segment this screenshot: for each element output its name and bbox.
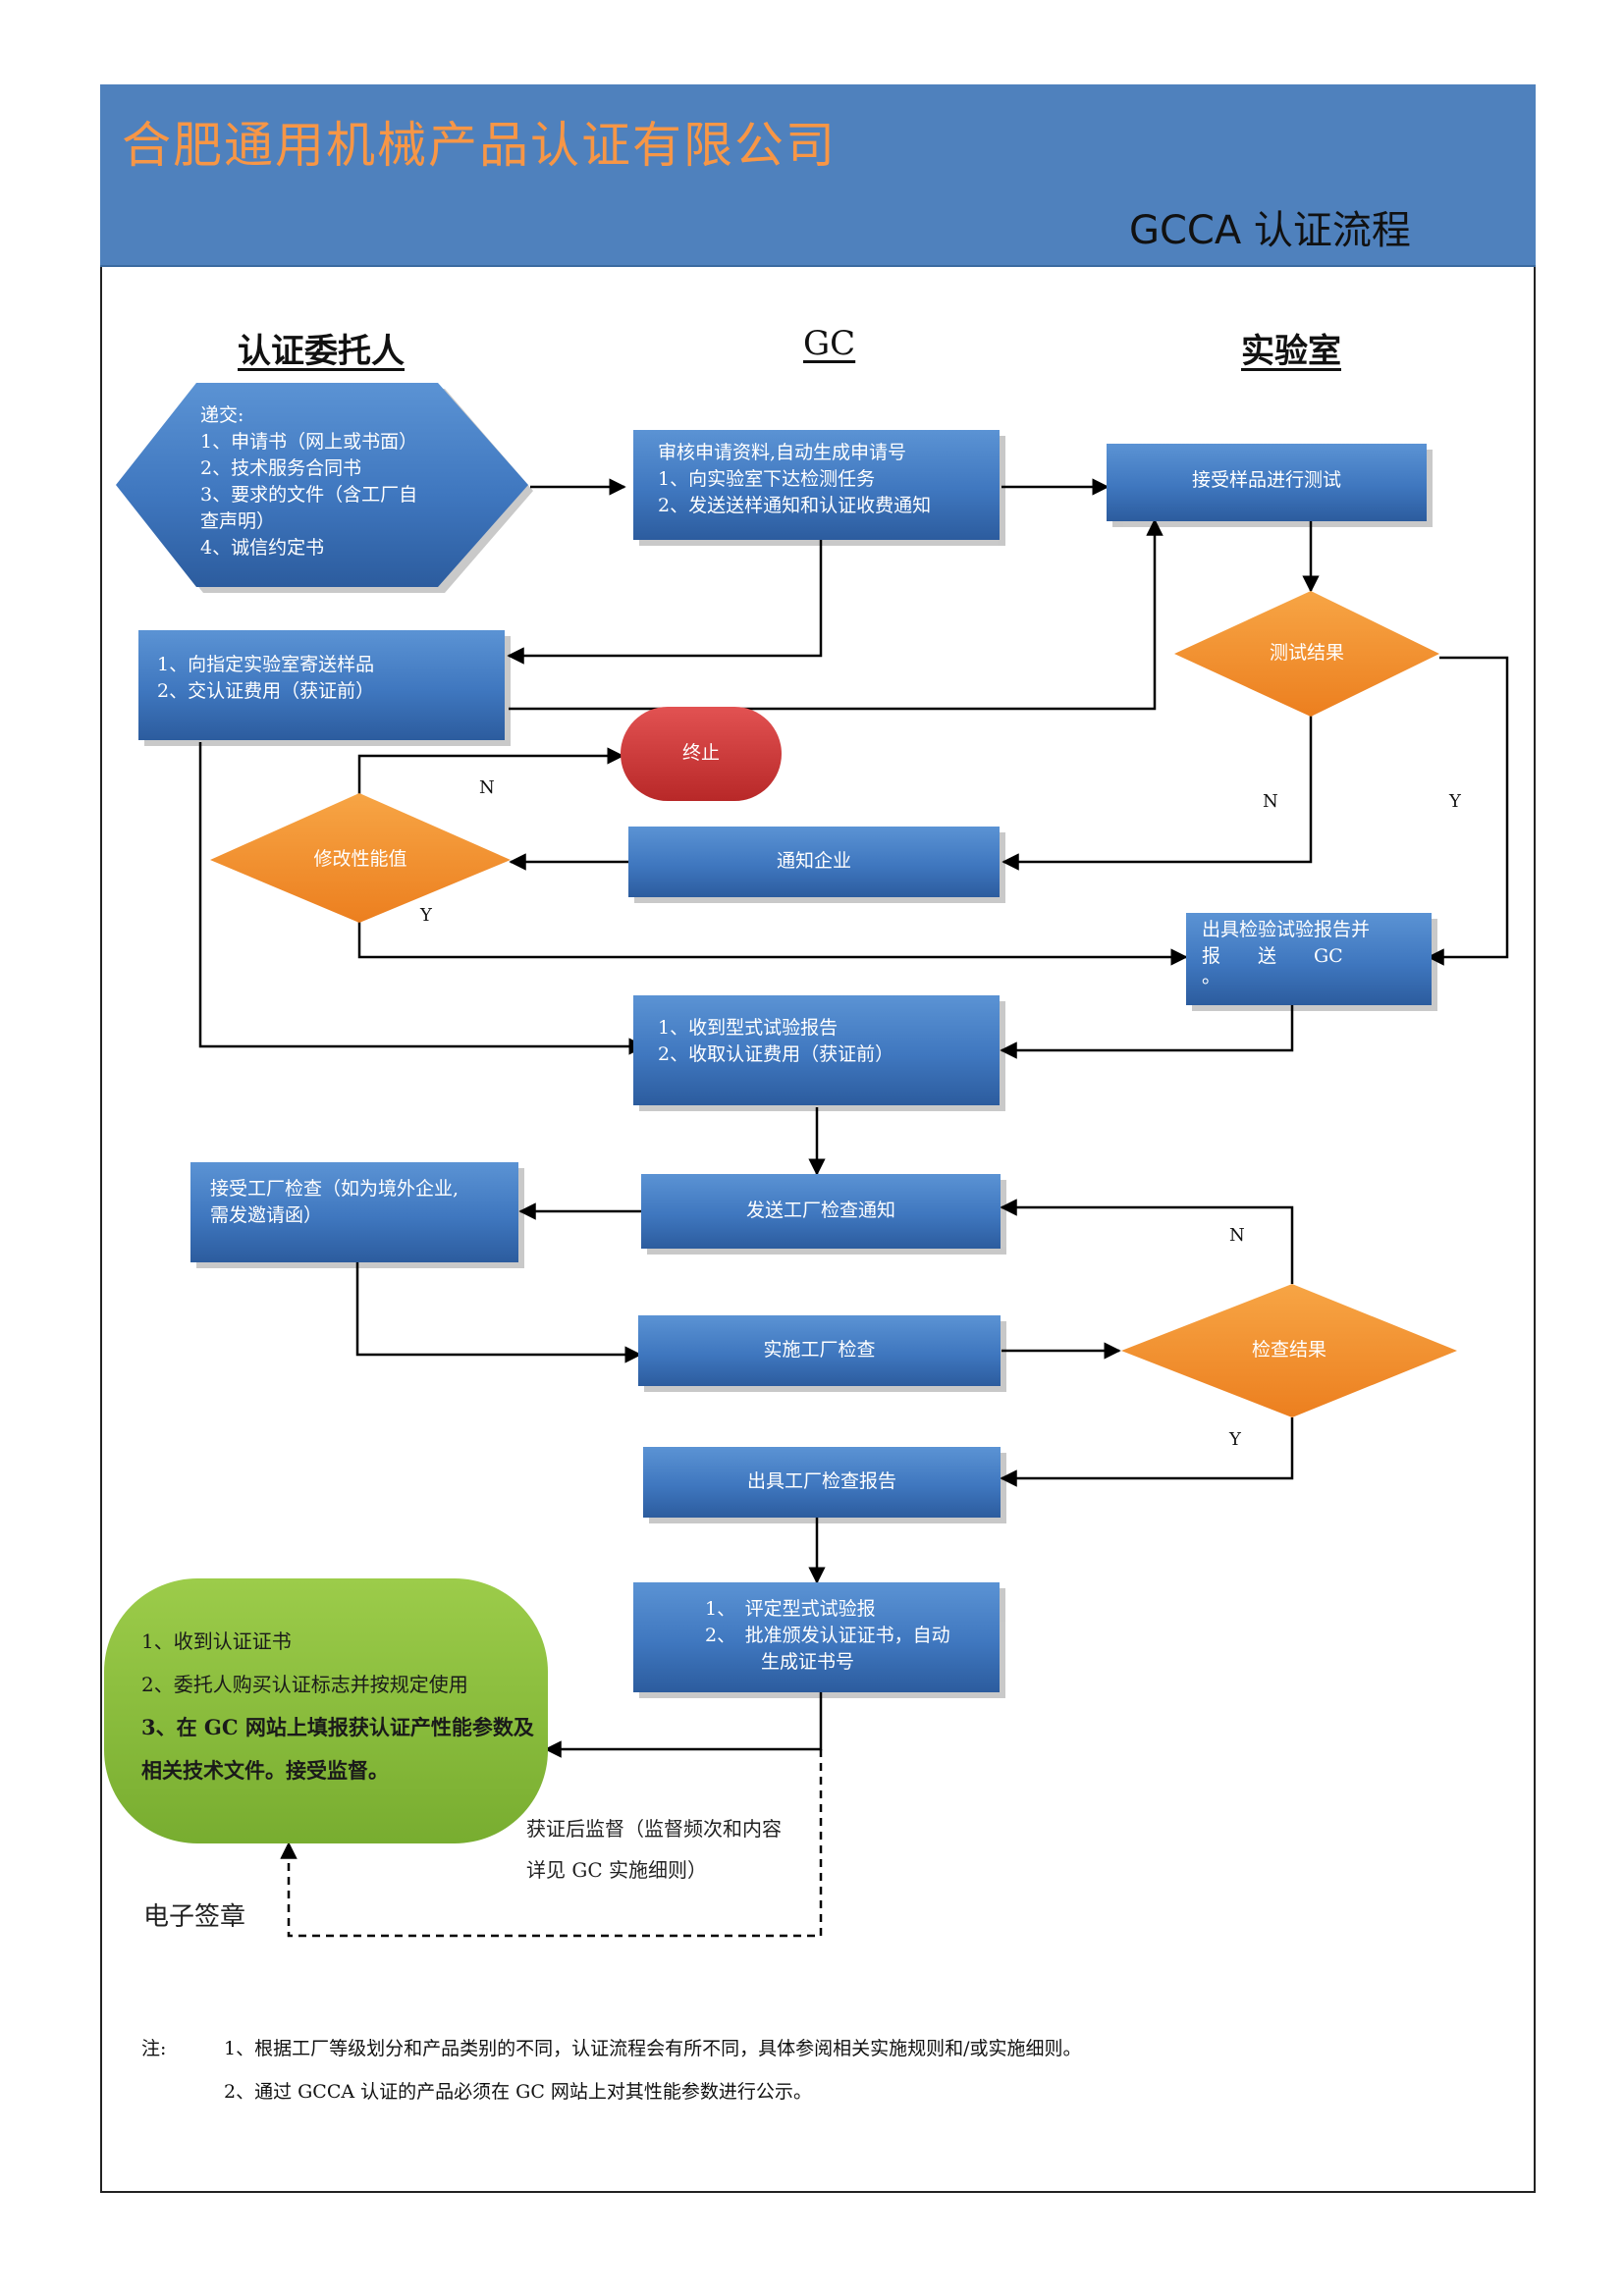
gc-review-text: 审核申请资料,自动生成申请号 1、向实验室下达检测任务 2、发送送样通知和认证收…: [658, 442, 932, 516]
node-factory-report: [643, 1447, 1001, 1518]
edge-label-test-n: N: [1263, 791, 1278, 812]
supervision-text: 获证后监督（监督频次和内容 详见 GC 实施细则）: [526, 1817, 782, 1882]
edge-sample-to-receive: [198, 742, 646, 1055]
node-receive-report: [633, 995, 1000, 1105]
header-band: [100, 84, 1536, 267]
implement-factory-text: 实施工厂检查: [763, 1339, 876, 1361]
edge-modify-y: [357, 919, 1188, 966]
certified-text: 1、收到认证证书 2、委托人购买认证标志并按规定使用 3、在 GC 网站上填报获…: [141, 1629, 534, 1783]
submit-text: 递交: 1、申请书（网上或书面） 2、技术服务合同书 3、要求的文件（含工厂自 …: [200, 404, 418, 559]
node-gc-review: [633, 430, 1000, 540]
lab-accept-text: 接受样品进行测试: [1191, 469, 1341, 491]
edge-sample-to-lab: [509, 518, 1164, 711]
column-header-gc: GC: [803, 324, 856, 363]
notes-label: 注:: [141, 2038, 167, 2059]
accept-factory-text: 接受工厂检查（如为境外企业, 需发邀请函）: [210, 1178, 460, 1226]
e-signature: 电子签章: [143, 1902, 246, 1932]
factory-report-text: 出具工厂检查报告: [746, 1470, 896, 1492]
node-certified: [104, 1578, 548, 1843]
node-send-factory-notice: [641, 1174, 1001, 1249]
modify-perf-text: 修改性能值: [313, 848, 407, 870]
column-header-lab: 实验室: [1241, 332, 1341, 371]
receive-report-text: 1、收到型式试验报告 2、收取认证费用（获证前）: [658, 1017, 894, 1065]
company-name: 合肥通用机械产品认证有限公司: [122, 117, 837, 174]
issue-report-text: 出具检验试验报告并 报 送 GC 。: [1202, 919, 1371, 988]
node-notify-company: [628, 827, 1000, 897]
notify-company-text: 通知企业: [776, 850, 851, 872]
inspect-result-text: 检查结果: [1251, 1339, 1326, 1361]
edge-review-to-sample: [507, 540, 823, 665]
test-result-text: 测试结果: [1269, 642, 1344, 664]
node-evaluate: [633, 1582, 1000, 1692]
column-header-applicant: 认证委托人: [238, 332, 405, 371]
node-terminate: [621, 707, 782, 801]
edge-report-to-receive: [1000, 1005, 1294, 1059]
node-lab-accept: [1107, 444, 1427, 521]
edge-test-y: [1427, 656, 1509, 966]
edge-test-n: [1001, 713, 1313, 871]
node-inspect-result: [1121, 1284, 1457, 1417]
edge-accept-to-implement: [355, 1262, 642, 1363]
note-item-1: 1、根据工厂等级划分和产品类别的不同，认证流程会有所不同，具体参阅相关实施规则和…: [224, 2038, 1082, 2059]
send-factory-notice-text: 发送工厂检查通知: [745, 1200, 895, 1221]
node-send-sample: [138, 630, 505, 740]
edge-label-modify-y: Y: [420, 905, 432, 926]
node-accept-factory: [190, 1162, 518, 1262]
terminate-text: 终止: [681, 742, 720, 764]
edge-inspect-y: [1000, 1417, 1294, 1487]
note-item-2: 2、通过 GCCA 认证的产品必须在 GC 网站上对其性能参数进行公示。: [224, 2081, 812, 2103]
edge-label-modify-n: N: [479, 777, 495, 798]
node-implement-factory: [638, 1315, 1001, 1386]
node-issue-report: [1186, 913, 1432, 1005]
node-modify-perf: [210, 793, 511, 923]
edge-label-inspect-y: Y: [1229, 1429, 1241, 1450]
edge-label-inspect-n: N: [1229, 1225, 1245, 1246]
node-test-result: [1174, 591, 1439, 717]
node-submit: [116, 383, 528, 587]
edge-inspect-n: [1000, 1199, 1294, 1284]
edge-modify-n: [357, 747, 624, 797]
edge-label-test-y: Y: [1449, 791, 1461, 812]
evaluate-text: 1、 评定型式试验报 2、 批准颁发认证证书，自动 生成证书号: [705, 1598, 950, 1673]
send-sample-text: 1、向指定实验室寄送样品 2、交认证费用（获证前）: [157, 654, 375, 702]
process-title: GCCA 认证流程: [1129, 208, 1411, 253]
